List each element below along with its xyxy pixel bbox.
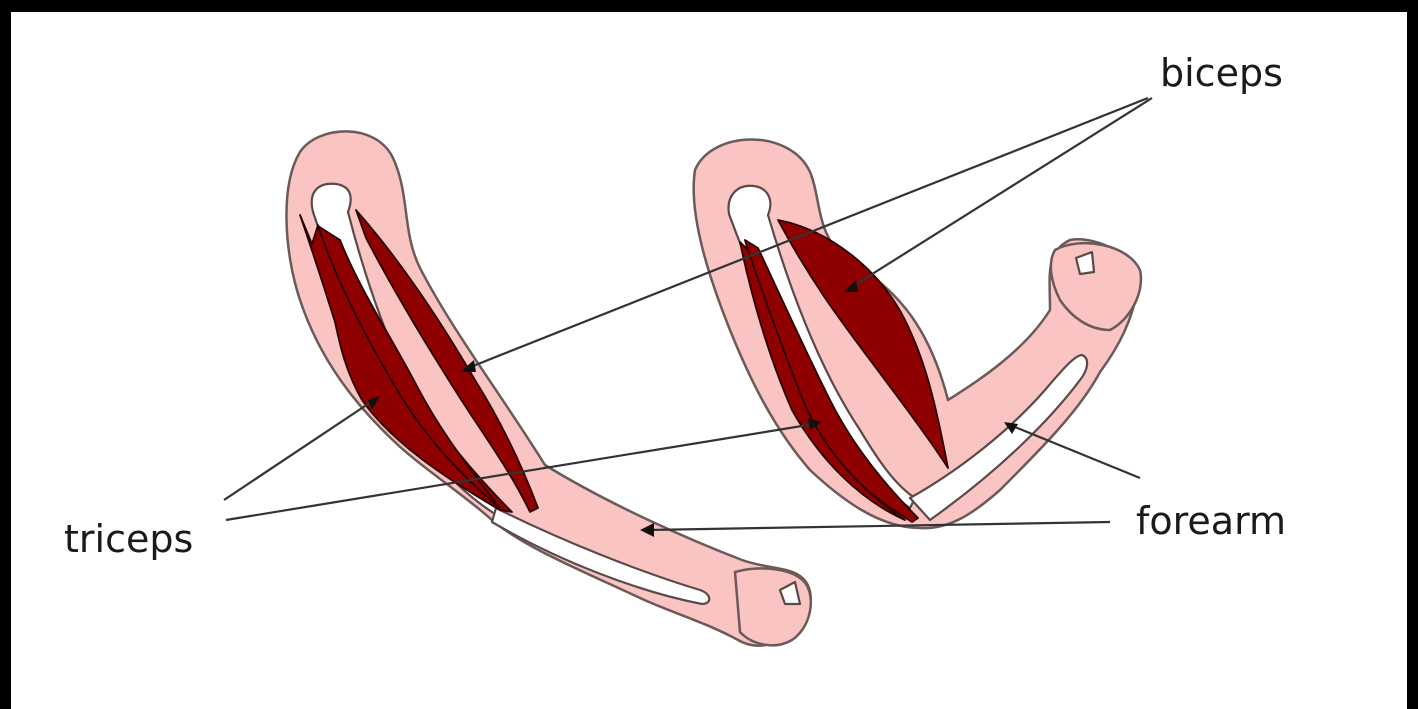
forearm-label: forearm (1136, 499, 1286, 543)
forearm-leader-extended (648, 522, 1110, 530)
biceps-label: biceps (1160, 51, 1283, 95)
triceps-leader-extended (224, 400, 374, 500)
extended-fist (735, 568, 811, 645)
triceps-label: triceps (64, 517, 193, 561)
flexed-arm (694, 140, 1141, 529)
